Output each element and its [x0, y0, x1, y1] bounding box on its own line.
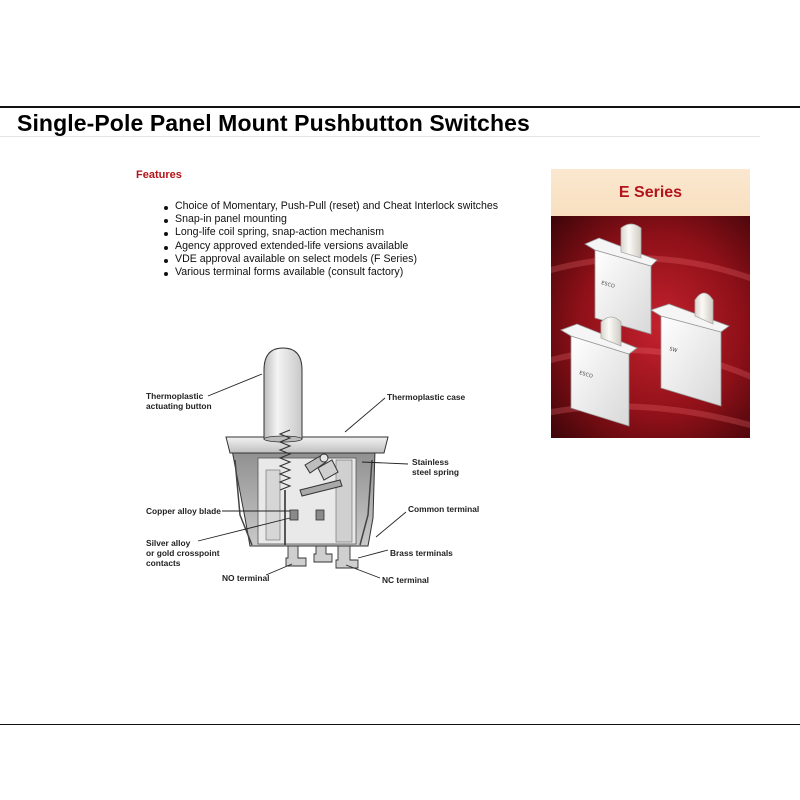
label-silver-alloy: Silver alloy — [146, 538, 191, 548]
feature-item: VDE approval available on select models … — [162, 253, 498, 266]
switch-housing — [231, 449, 376, 547]
feature-item: Snap-in panel mounting — [162, 213, 498, 226]
switch-photo-1: ESCO — [584, 223, 658, 335]
label-steel-spring: steel spring — [412, 467, 459, 477]
switch-cutaway-diagram: Thermoplastic actuating button Thermopla… — [146, 347, 479, 585]
actuating-button — [263, 347, 303, 443]
features-list: Choice of Momentary, Push-Pull (reset) a… — [162, 200, 498, 279]
label-actuating-button: Thermoplastic — [146, 391, 204, 401]
switch-marking: ESCO — [578, 370, 593, 380]
contacts — [289, 509, 325, 521]
switch-marking: SW — [668, 346, 678, 354]
features-heading: Features — [136, 169, 182, 181]
feature-item: Long-life coil spring, snap-action mecha… — [162, 226, 498, 239]
thermoplastic-case — [225, 436, 389, 454]
top-rule — [0, 106, 800, 108]
copper-alloy-blade — [299, 453, 343, 497]
label-nc-terminal: NC terminal — [382, 575, 429, 585]
series-title: E Series — [618, 183, 683, 201]
label-brass-terminals: Brass terminals — [390, 548, 453, 558]
feature-item: Agency approved extended-life versions a… — [162, 240, 498, 253]
label-gold-crosspoint: or gold crosspoint — [146, 548, 220, 558]
switch-marking: ESCO — [600, 280, 615, 290]
feature-item: Various terminal forms available (consul… — [162, 266, 498, 279]
label-stainless: Stainless — [412, 457, 449, 467]
product-photo: ESCO SW ESCO — [551, 216, 750, 438]
label-contacts: contacts — [146, 558, 181, 568]
label-no-terminal: NO terminal — [222, 573, 269, 583]
label-copper-alloy-blade: Copper alloy blade — [146, 506, 221, 516]
leader-lines — [197, 373, 409, 579]
card-header: E Series — [551, 169, 750, 216]
label-thermoplastic-case: Thermoplastic case — [387, 392, 466, 402]
feature-item: Choice of Momentary, Push-Pull (reset) a… — [162, 200, 498, 213]
coil-spring — [278, 429, 292, 545]
page-title: Single-Pole Panel Mount Pushbutton Switc… — [17, 110, 530, 136]
label-actuating-button-2: actuating button — [146, 401, 212, 411]
title-underline — [0, 136, 760, 137]
brass-terminals — [285, 545, 359, 569]
switch-photo-3: ESCO — [560, 316, 638, 427]
bottom-rule — [0, 724, 800, 725]
label-common-terminal: Common terminal — [408, 504, 479, 514]
e-series-card: E Series — [551, 169, 750, 438]
switch-photo-2: SW — [650, 292, 730, 407]
